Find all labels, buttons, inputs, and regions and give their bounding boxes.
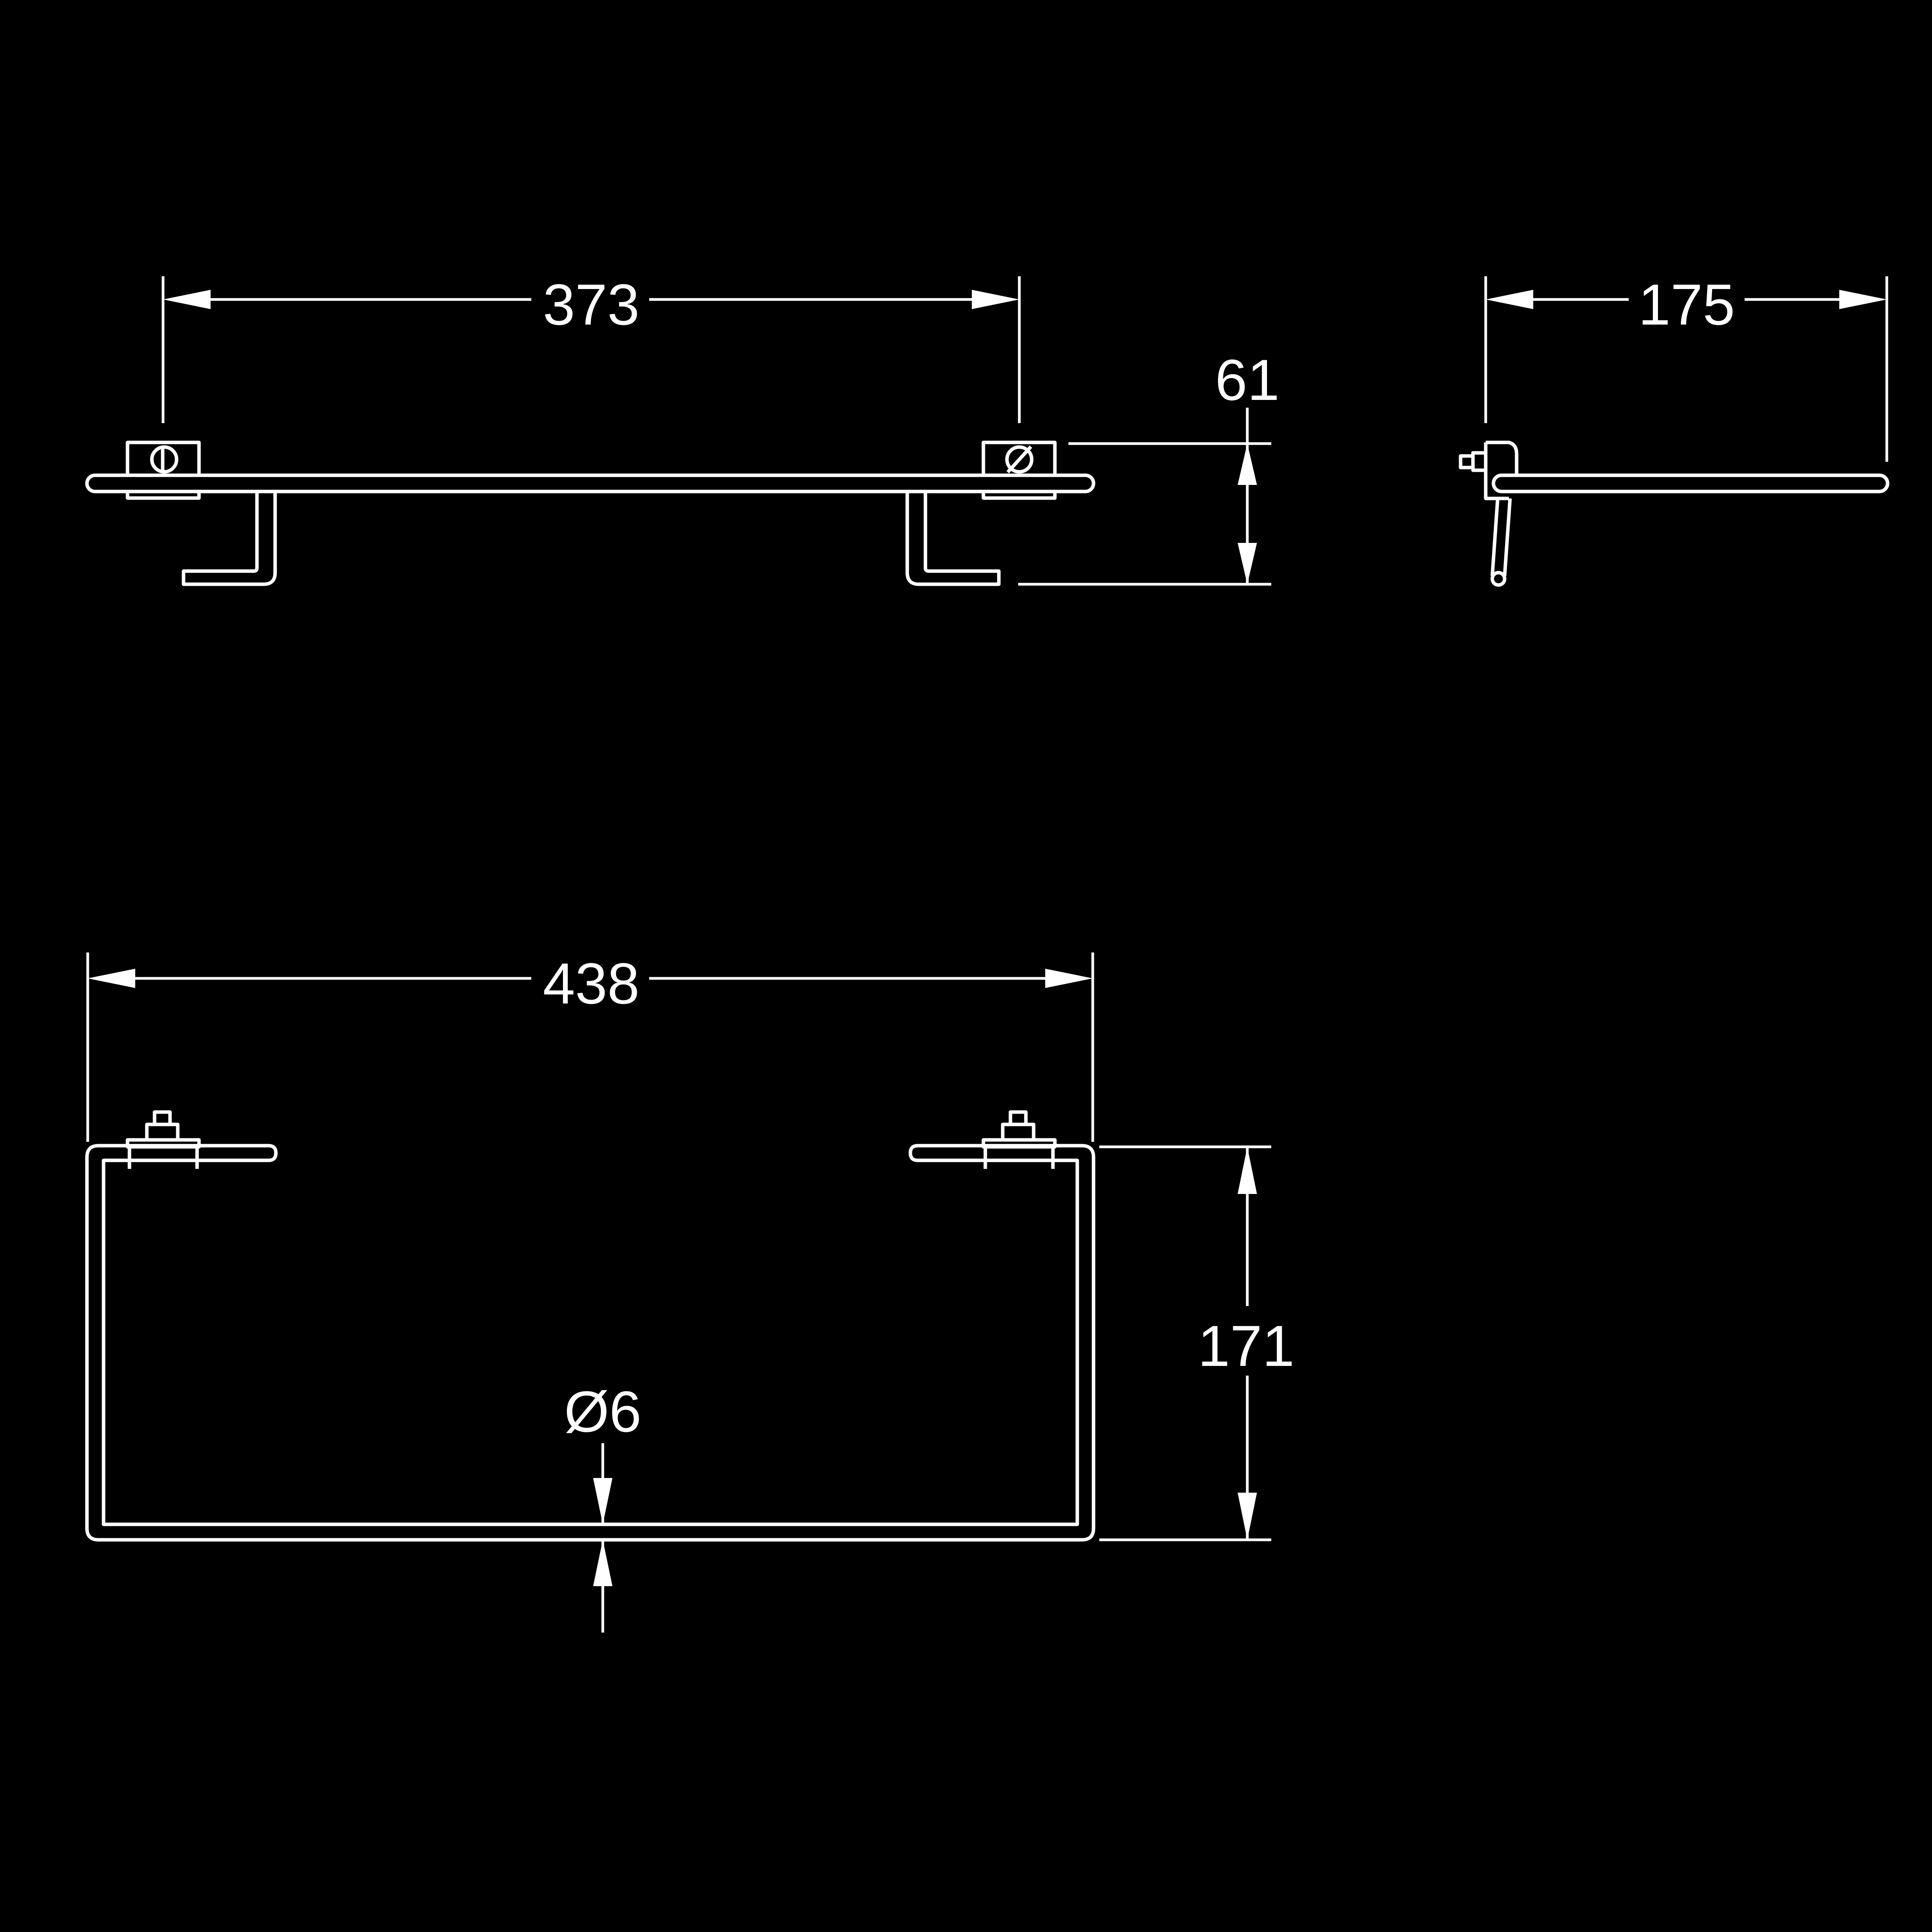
right-hook [905, 492, 1001, 586]
dim-label-175: 175 [1638, 272, 1735, 337]
plan-left-mount [126, 1110, 201, 1169]
dimension-61: 61 [1018, 347, 1280, 586]
side-hook [1490, 498, 1512, 576]
dim-label-438: 438 [543, 951, 639, 1016]
dimension-171: 171 [1099, 1145, 1294, 1541]
front-view: 373 61 [85, 272, 1280, 586]
dim-label-diameter: Ø6 [564, 1379, 641, 1444]
plan-view: 438 171 Ø6 [85, 951, 1294, 1633]
dimension-diameter: Ø6 [564, 1379, 641, 1633]
dim-label-171: 171 [1198, 1313, 1294, 1378]
dimension-438: 438 [86, 951, 1094, 1142]
right-mount-block [981, 440, 1057, 500]
dim-label-373: 373 [543, 272, 639, 337]
front-bar [85, 473, 1095, 493]
side-bar [1492, 473, 1889, 493]
left-hook [182, 492, 277, 586]
plan-frame-outer [85, 1144, 1095, 1542]
plan-right-mount [981, 1110, 1057, 1169]
side-view: 175 [1459, 272, 1889, 587]
dimension-373: 373 [162, 272, 1021, 423]
dim-label-61: 61 [1215, 347, 1280, 412]
left-mount-block [126, 440, 201, 500]
dimension-175: 175 [1484, 272, 1888, 462]
